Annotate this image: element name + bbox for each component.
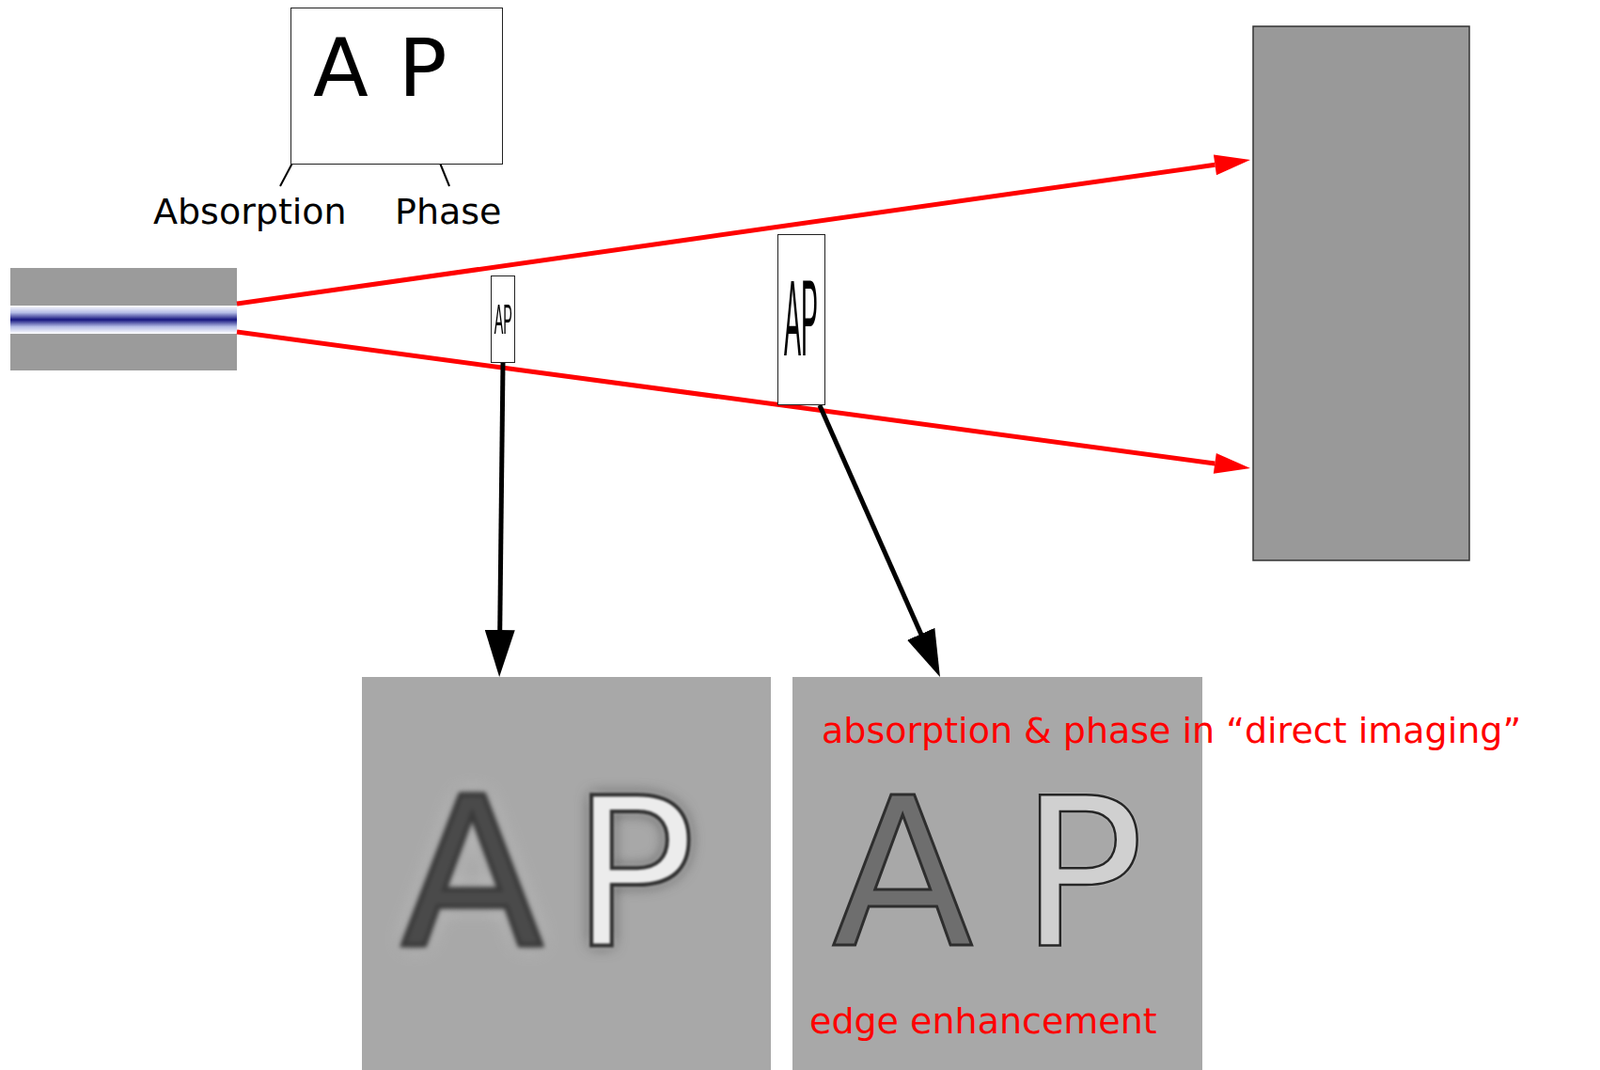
label-anchor: Phase <box>394 191 502 234</box>
image-letter: A <box>831 769 974 977</box>
flow-arrow <box>500 362 503 649</box>
flow-arrow <box>819 405 929 652</box>
label-anchor: absorption & phase in “direct imaging” <box>821 710 1522 753</box>
image-panel: AP <box>361 676 771 1070</box>
sample-box: AP <box>777 234 826 406</box>
absorption-letter: A <box>313 27 369 109</box>
label-anchor: edge enhancement <box>809 1001 1158 1043</box>
callout-label: Phase <box>394 191 502 234</box>
label-anchor: Absorption <box>153 191 347 234</box>
phase-letter: P <box>398 27 448 109</box>
detector <box>1253 26 1470 561</box>
caption-note: absorption & phase in “direct imaging” <box>821 710 1522 753</box>
image-letter: P <box>571 769 697 977</box>
caption-note: edge enhancement <box>809 1001 1158 1043</box>
beam-ray <box>236 164 1215 304</box>
beam-arrowhead <box>1213 154 1251 175</box>
callout-label: Absorption <box>153 191 347 234</box>
source-housing <box>10 267 237 371</box>
source-core <box>10 305 237 334</box>
inset-box: AP <box>290 7 503 165</box>
sample-box: AP <box>490 275 516 363</box>
image-letter: P <box>1019 769 1146 977</box>
sample-letters: AP <box>493 298 512 341</box>
beam-arrowhead <box>1213 453 1251 474</box>
image-letter: A <box>401 769 544 977</box>
beam-ray <box>236 331 1215 464</box>
sample-letters: AP <box>784 265 818 374</box>
